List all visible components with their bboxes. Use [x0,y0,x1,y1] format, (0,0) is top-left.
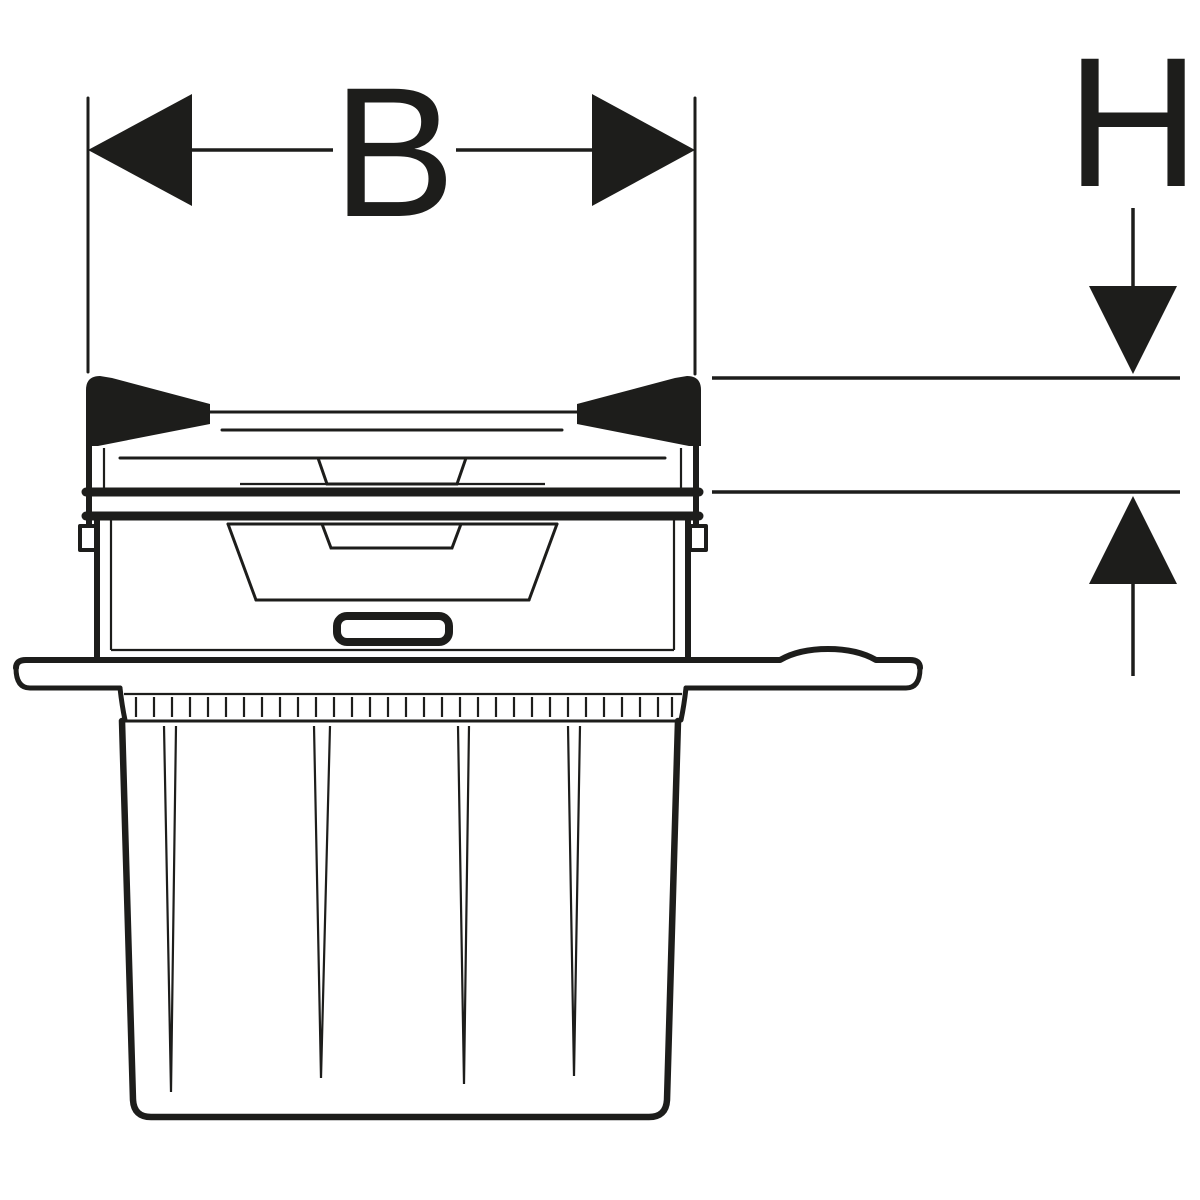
side-clip-left [78,524,98,552]
flange-top-edge [13,646,923,671]
outlet-seal-boss [333,612,453,646]
flange-shoulder-left [117,685,128,723]
pipe-rib-3 [456,725,471,1085]
pipe-outline [118,717,682,1121]
funnel-boss [320,522,463,550]
flange-bottom-left [13,665,123,691]
flange-bottom-right [683,665,923,691]
clamp-ring-left [86,376,210,446]
pipe-rib-1 [162,725,178,1093]
outlet-pipe [118,717,682,1121]
side-clip-right [688,524,708,552]
funnel-side-right [527,522,559,602]
arrowhead-up-icon [1089,496,1177,584]
arrowhead-down-icon [1089,286,1177,374]
clamp-ring-right [577,376,701,446]
pipe-rib-4 [566,725,582,1077]
funnel-side-left [226,522,258,602]
dimension-height: H [712,20,1200,676]
width-dimension-label: B [332,50,455,256]
seal-collar-hatching [134,697,674,717]
height-dimension-label: H [1066,20,1200,226]
dimension-width: B [86,50,697,376]
drain-top-assembly [78,376,708,661]
seal-collar [122,692,682,723]
pipe-rib-2 [312,725,332,1079]
arrowhead-left-icon [88,94,192,206]
grate-boss-upper [316,456,468,486]
flange-shoulder-right [678,685,689,723]
arrowhead-right-icon [592,94,695,206]
flange [13,646,923,723]
